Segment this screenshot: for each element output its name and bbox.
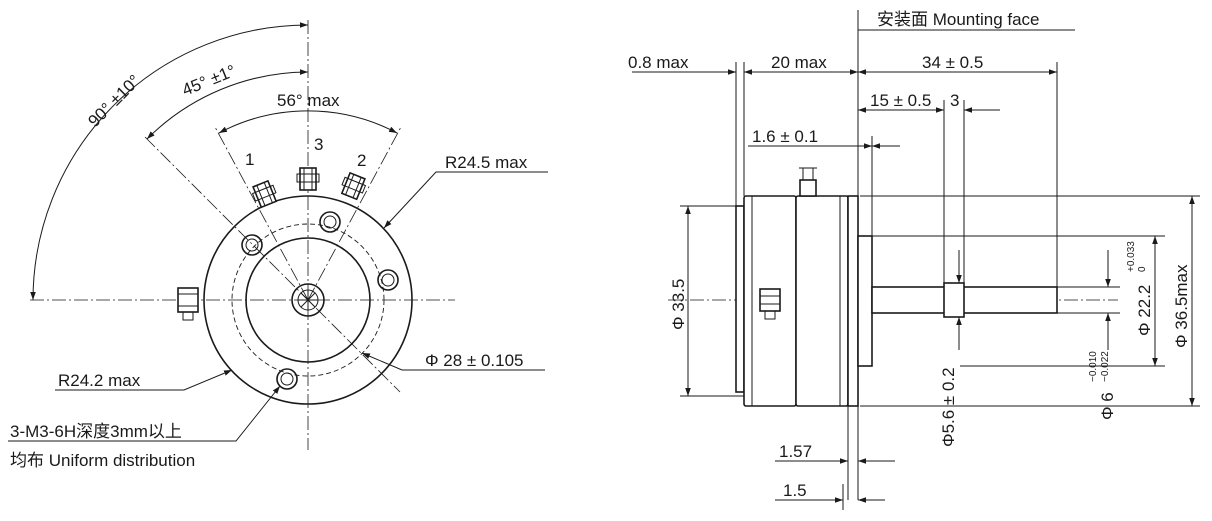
dim-34-label: 34 ± 0.5 xyxy=(922,53,983,72)
front-outer-circle xyxy=(203,195,413,405)
front-bolt-circle xyxy=(231,223,385,377)
bolt-circle-label: Φ 28 ± 0.105 xyxy=(425,351,524,370)
side-view-terminal xyxy=(799,167,817,197)
angle-56-label: 56° max xyxy=(277,91,340,110)
r-inner-leader xyxy=(55,369,233,391)
angle-45-label: 45° ±1° xyxy=(179,61,238,100)
bushing xyxy=(857,235,873,367)
side-lug xyxy=(177,287,199,321)
mounting-flange xyxy=(847,195,859,407)
dia-335-label: Φ 33.5 xyxy=(669,279,688,330)
angle-56-left-ray xyxy=(214,126,309,301)
mounting-hole-left xyxy=(241,234,263,256)
bolt-circle-leader xyxy=(361,352,545,371)
side-view: 安装面 Mounting face 0.8 max xyxy=(628,10,1200,510)
holes-spec-label: 3-M3-6H深度3mm以上 xyxy=(10,422,182,441)
front-view: 90° ±10° 45° ±1° 56° max 1 3 2 R24.5 max… xyxy=(8,20,548,470)
mounting-hole-bottom xyxy=(276,368,298,390)
shaft-collar xyxy=(943,282,965,318)
dim-08-label: 0.8 max xyxy=(628,53,689,72)
front-inner-circle xyxy=(245,237,371,363)
angle-56-arc xyxy=(218,110,398,134)
dia-56-label: Φ5.6 ± 0.2 xyxy=(939,367,958,447)
terminal-1 xyxy=(251,179,278,209)
shaft-knurl xyxy=(298,290,318,310)
dim-20-label: 20 max xyxy=(771,53,827,72)
dia-222-upper-tol: +0.033 xyxy=(1126,241,1137,272)
dim-15b-label: 1.5 xyxy=(783,481,807,500)
holes-distribution-label: 均布 Uniform distribution xyxy=(10,451,195,470)
mounting-hole-upper xyxy=(319,211,341,233)
r-outer-leader xyxy=(383,171,548,229)
shaft-bushing-circle xyxy=(291,283,325,317)
mounting-hole-right xyxy=(377,269,399,291)
r-outer-label: R24.5 max xyxy=(445,153,528,172)
dia-222-lower-tol: 0 xyxy=(1137,266,1148,272)
dia-222-label: Φ 22.2 xyxy=(1135,285,1154,336)
pin-3-label: 3 xyxy=(314,135,323,154)
dim-15-label: 15 ± 0.5 xyxy=(870,91,931,110)
side-view-lug xyxy=(759,288,781,320)
rear-cover xyxy=(735,205,745,393)
dim-157-label: 1.57 xyxy=(779,442,812,461)
dim-16-label: 1.6 ± 0.1 xyxy=(752,127,818,146)
pin-1-label: 1 xyxy=(245,150,254,169)
holes-leader xyxy=(8,385,281,442)
angle-90-arc xyxy=(30,22,309,301)
mounting-face-label: 安装面 Mounting face xyxy=(877,10,1040,29)
r-inner-label: R24.2 max xyxy=(58,371,141,390)
dim-3-label: 3 xyxy=(950,91,959,110)
pin-2-label: 2 xyxy=(357,151,366,170)
terminal-2 xyxy=(340,171,367,201)
angle-45-arc xyxy=(146,69,309,140)
angle-56-right-ray xyxy=(307,126,402,301)
angle-90-label: 90° ±10° xyxy=(84,71,144,131)
terminal-3 xyxy=(296,167,320,191)
dia-365-label: Φ 36.5max xyxy=(1172,264,1191,348)
